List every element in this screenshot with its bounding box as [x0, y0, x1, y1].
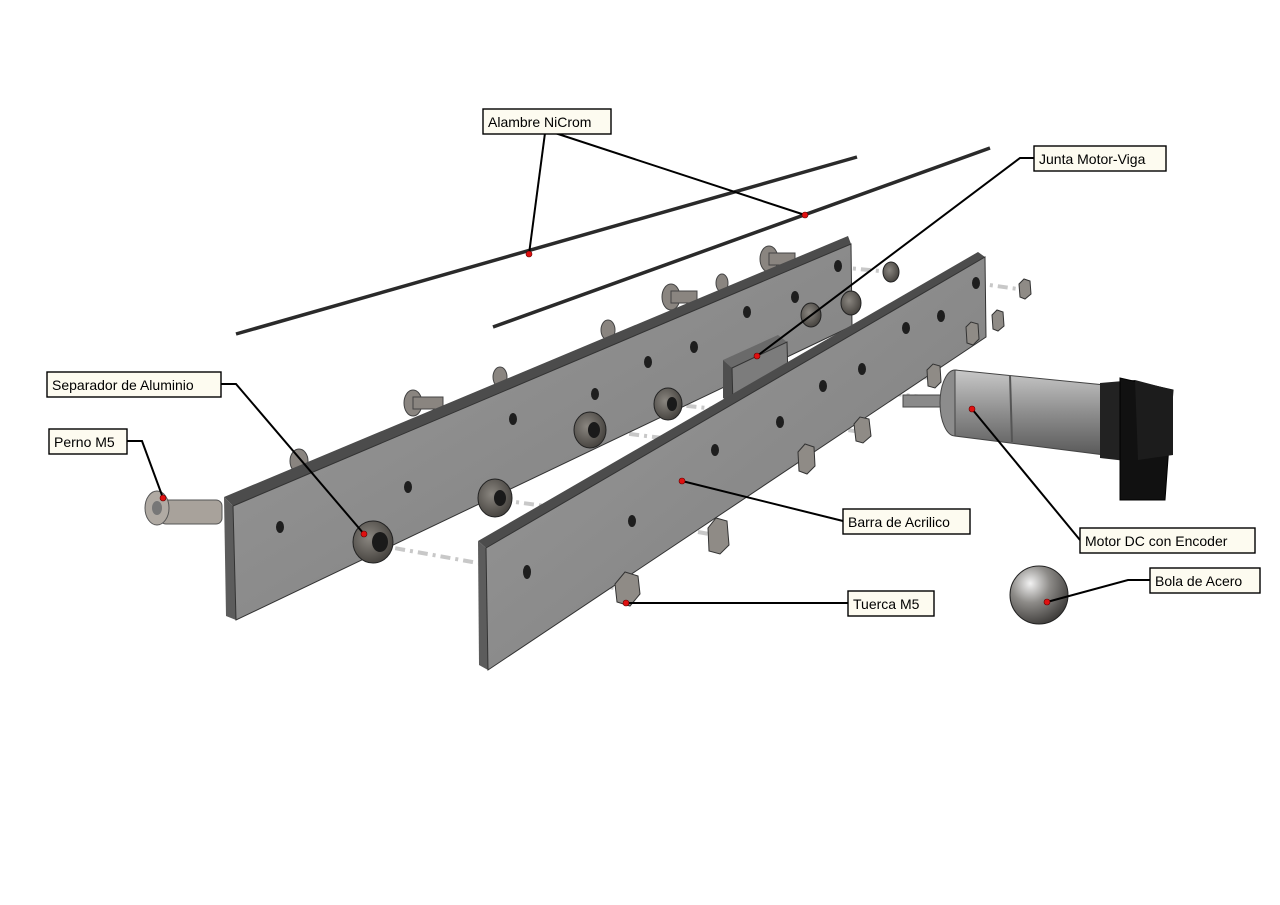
callout-tuerca-m5: Tuerca M5 — [847, 590, 935, 617]
steel-ball — [1009, 565, 1069, 625]
m5-nuts — [614, 278, 1032, 607]
leader-barra — [681, 480, 844, 522]
leader-motor — [971, 408, 1081, 541]
label-perno-m5: Perno M5 — [54, 434, 115, 450]
nichrome-wires — [235, 146, 991, 336]
nut — [1018, 278, 1032, 300]
spacer — [573, 411, 607, 449]
leader-alambre-2 — [554, 132, 806, 216]
leader-bola — [1046, 579, 1150, 603]
callout-alambre-nicrom: Alambre NiCrom — [482, 108, 612, 135]
callout-barra-acrilico: Barra de Acrilico — [842, 508, 971, 535]
leader-lines — [127, 132, 1150, 604]
callout-motor-dc-encoder: Motor DC con Encoder — [1079, 527, 1256, 554]
axis-line — [629, 518, 716, 537]
label-junta-motor-viga: Junta Motor-Viga — [1039, 151, 1146, 167]
nut — [853, 416, 872, 444]
front-acrylic-bar — [478, 252, 987, 671]
nut — [797, 443, 816, 475]
spacer — [477, 478, 513, 518]
leader-separador — [220, 383, 365, 535]
nut — [614, 571, 641, 607]
callout-bola-acero: Bola de Acero — [1149, 567, 1261, 594]
spacer — [840, 290, 862, 316]
m5-bolt — [144, 490, 223, 526]
label-tuerca-m5: Tuerca M5 — [853, 596, 920, 612]
nut — [926, 363, 942, 389]
spacer — [882, 261, 900, 283]
callout-junta-motor-viga: Junta Motor-Viga — [1033, 145, 1167, 172]
nichrome-wire-2 — [492, 146, 991, 329]
label-barra-acrilico: Barra de Acrilico — [848, 514, 950, 530]
rear-acrylic-bar — [224, 236, 853, 621]
leader-perno — [127, 440, 164, 499]
nut — [965, 321, 980, 346]
nut — [707, 517, 730, 555]
front-bar-holes — [523, 277, 980, 579]
label-alambre-nicrom: Alambre NiCrom — [488, 114, 591, 130]
callout-dots — [159, 211, 1051, 607]
nichrome-wire-1 — [235, 155, 858, 336]
rear-bar-holes — [276, 260, 842, 533]
spacer — [653, 387, 683, 421]
nut — [991, 309, 1005, 332]
axis-line — [594, 394, 726, 412]
callout-separador-aluminio: Separador de Aluminio — [46, 371, 222, 398]
label-bola-acero: Bola de Acero — [1155, 573, 1242, 589]
callout-perno-m5: Perno M5 — [48, 428, 128, 455]
leader-junta — [756, 157, 1037, 357]
dc-motor-encoder — [902, 369, 1174, 501]
label-motor-dc-encoder: Motor DC con Encoder — [1085, 533, 1228, 549]
label-separador-aluminio: Separador de Aluminio — [52, 377, 194, 393]
leader-alambre-1 — [528, 132, 546, 255]
